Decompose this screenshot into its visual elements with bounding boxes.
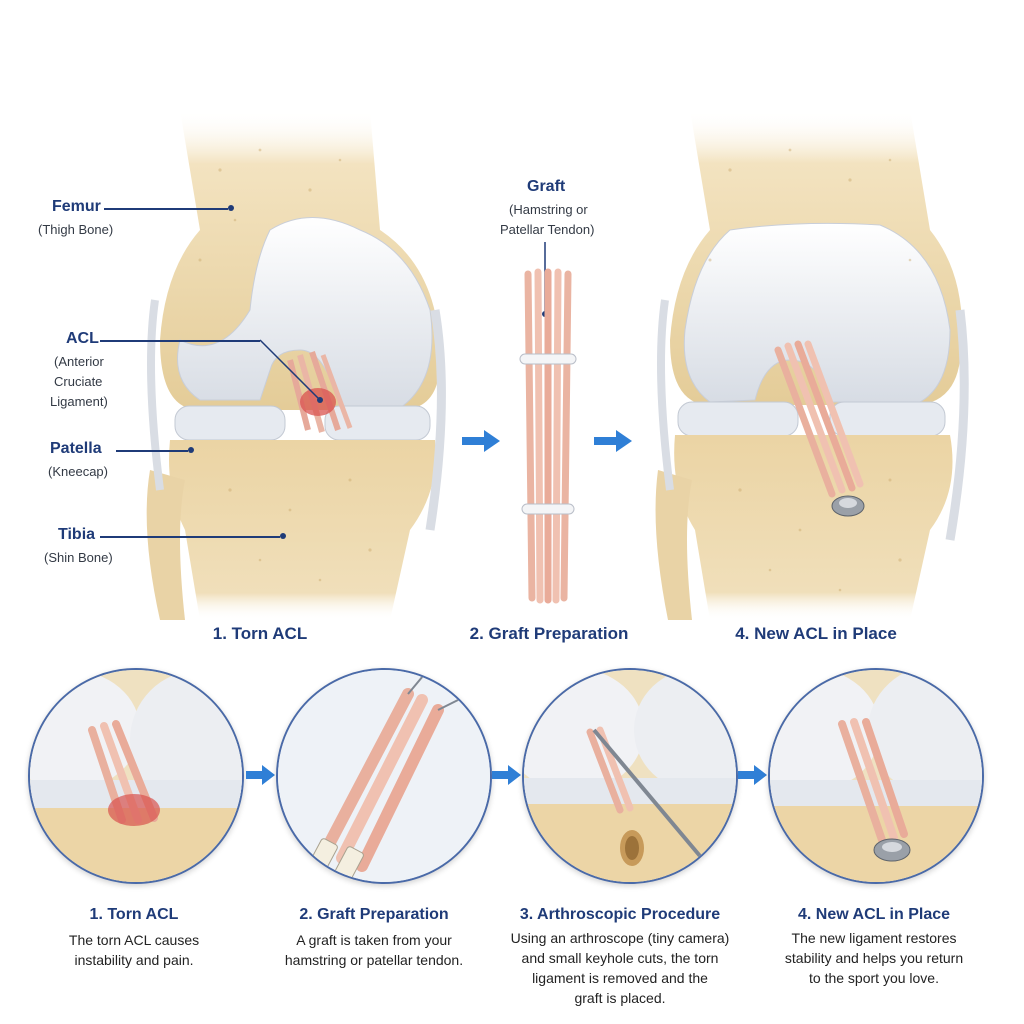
patella-leader-dot [188, 447, 194, 453]
acl-sublabel-3: Ligament) [50, 394, 108, 409]
patella-label: Patella [50, 440, 102, 457]
step-1-title: 1. Torn ACL [89, 906, 179, 923]
acl-label: ACL [66, 330, 99, 347]
arrow-right-icon [492, 765, 521, 785]
graft-tendon-illustration [519, 268, 577, 604]
femur-sublabel: (Thigh Bone) [38, 222, 114, 237]
step-3-title: 3. Arthroscopic Procedure [519, 906, 721, 923]
femur-leader-dot [228, 205, 234, 211]
step-4-title: 4. New ACL in Place [797, 906, 951, 923]
step-3-circle-arthroscopic-procedure [522, 668, 738, 884]
acl-leader-line [100, 340, 260, 342]
femur-leader-line [104, 208, 228, 210]
patella-sublabel: (Kneecap) [48, 464, 108, 479]
graft-sublabel-2: Patellar Tendon) [500, 222, 595, 237]
acl-sublabel-1: (Anterior [54, 354, 104, 369]
patella-leader-line [116, 450, 188, 452]
step-4-circle-new-acl [768, 668, 984, 884]
step-2-title: 2. Graft Preparation [299, 906, 449, 923]
tibia-leader-dot [280, 533, 286, 539]
arrow-right-icon [246, 765, 275, 785]
graft-sublabel-1: (Hamstring or [509, 202, 588, 217]
step-1-circle-torn-acl [28, 668, 244, 884]
femur-label: Femur [52, 198, 101, 215]
step-4-desc-line-1: The new ligament restores [791, 930, 957, 946]
tibia-leader-line [100, 536, 280, 538]
arrow-right-icon [738, 765, 767, 785]
step-2-circle-graft-preparation [276, 668, 492, 884]
arrow-right-icon [594, 430, 632, 452]
step-3-desc-line-1: Using an arthroscope (tiny camera) [510, 930, 730, 946]
tibia-label: Tibia [58, 526, 96, 543]
step-1-desc-line-2: instability and pain. [74, 952, 194, 968]
arrow-right-icon [462, 430, 500, 452]
step-1-desc-line-1: The torn ACL causes [68, 932, 200, 948]
top-caption-graft-preparation: 2. Graft Preparation [469, 624, 629, 643]
step-2-desc-line-1: A graft is taken from your [296, 932, 452, 948]
acl-sublabel-2: Cruciate [54, 374, 103, 389]
tibia-sublabel: (Shin Bone) [44, 550, 113, 565]
step-3-desc-line-2: and small keyhole cuts, the torn [521, 950, 719, 966]
top-caption-new-acl: 4. New ACL in Place [735, 624, 897, 643]
graft-label: Graft [527, 178, 566, 195]
knee-new-acl-illustration [655, 110, 969, 620]
step-4-desc-line-3: to the sport you love. [809, 970, 939, 986]
fixation-screw-icon [831, 495, 865, 517]
acl-leader-diagonal [259, 339, 323, 403]
top-caption-torn-acl: 1. Torn ACL [212, 624, 308, 643]
new-acl-graft [774, 340, 864, 498]
knee-torn-acl-illustration [146, 110, 446, 620]
step-2-desc-line-2: hamstring or patellar tendon. [284, 952, 464, 968]
step-3-desc-line-3: ligament is removed and the [532, 970, 708, 986]
step-4-desc-line-2: stability and helps you return [784, 950, 964, 966]
step-3-desc-line-4: graft is placed. [574, 990, 666, 1006]
